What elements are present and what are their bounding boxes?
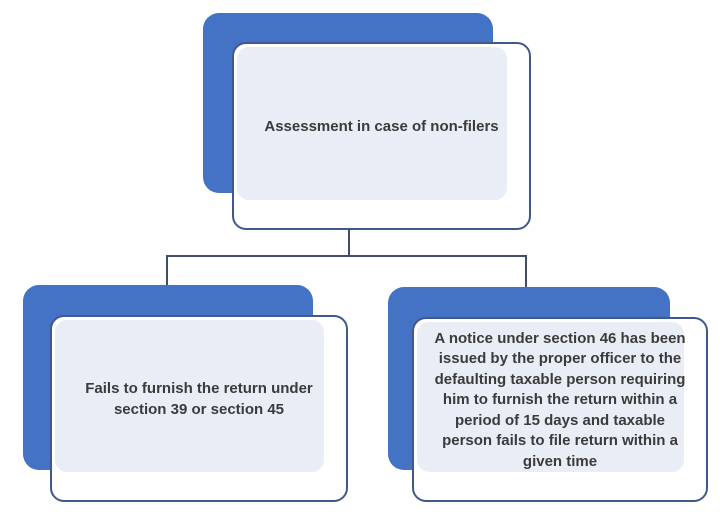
node-card: A notice under section 46 has been issue… — [412, 317, 708, 502]
node-label-line: given time — [522, 452, 598, 470]
node-card-highlight — [55, 320, 324, 472]
connector-left-drop — [166, 255, 168, 286]
node-label-line: section 39 or section 45 — [113, 400, 285, 418]
node-label-line: defaulting taxable person requiring — [434, 370, 686, 388]
node-card: Fails to furnish the return under sectio… — [50, 315, 348, 502]
node-label-line: Assessment in case of non-filers — [264, 117, 499, 135]
node-label-line: A notice under section 46 has been — [434, 329, 686, 347]
node-label: Fails to furnish the return under sectio… — [60, 321, 338, 478]
node-label-line: issued by the proper officer to the — [438, 350, 682, 368]
node-card-highlight — [417, 322, 684, 472]
node-label: A notice under section 46 has been issue… — [422, 323, 698, 478]
node-card-highlight — [237, 47, 507, 200]
node-label: Assessment in case of non-filers — [242, 48, 521, 206]
node-label-line: person fails to file return within a — [442, 432, 678, 450]
connector-right-drop — [525, 255, 527, 288]
node-label-line: Fails to furnish the return under — [85, 380, 313, 397]
node-label-line: him to furnish the return within a — [442, 391, 678, 409]
connector-horizontal — [166, 255, 527, 257]
connector-stem — [348, 229, 350, 257]
node-card: Assessment in case of non-filers — [232, 42, 531, 230]
node-label-line: period of 15 days and taxable — [454, 411, 666, 429]
